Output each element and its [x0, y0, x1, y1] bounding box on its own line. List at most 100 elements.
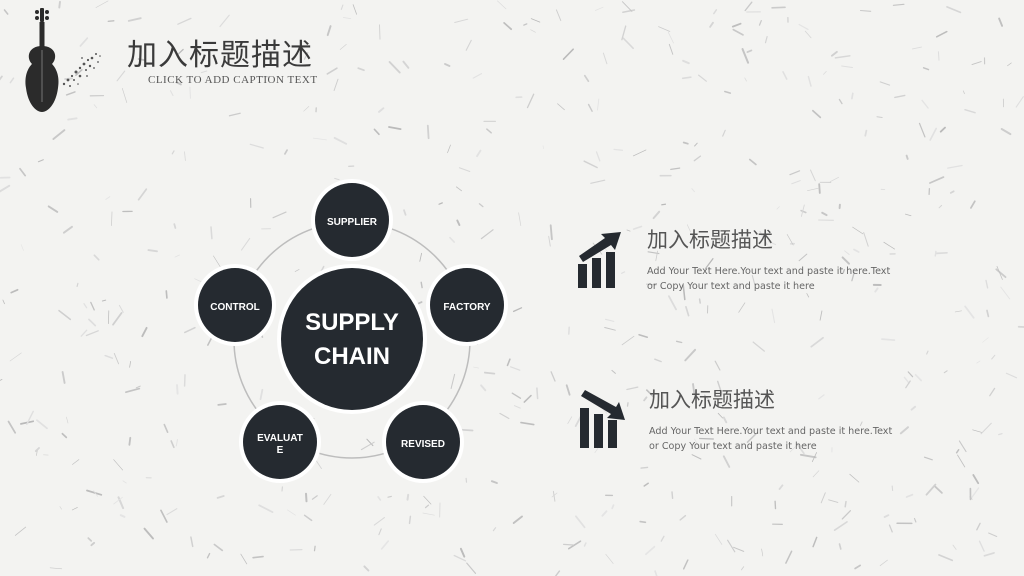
- paper-fibre: [741, 48, 750, 64]
- paper-fibre: [828, 499, 839, 503]
- paper-fibre: [804, 30, 812, 39]
- paper-fibre: [459, 547, 466, 558]
- paper-fibre: [2, 299, 5, 305]
- paper-fibre: [935, 30, 948, 38]
- paper-fibre: [184, 151, 186, 161]
- paper-fibre: [512, 307, 523, 313]
- paper-fibre: [0, 379, 3, 381]
- paper-fibre: [518, 212, 522, 226]
- paper-fibre: [833, 521, 848, 531]
- paper-fibre: [929, 127, 938, 141]
- paper-fibre: [795, 442, 805, 455]
- center-node[interactable]: SUPPLY CHAIN: [277, 264, 427, 414]
- paper-fibre: [90, 541, 96, 547]
- paper-fibre: [128, 436, 132, 446]
- paper-fibre: [751, 274, 756, 285]
- node-revised[interactable]: REVISED: [382, 401, 464, 483]
- paper-fibre: [694, 142, 698, 147]
- paper-fibre: [989, 387, 996, 397]
- paper-fibre: [480, 384, 487, 392]
- paper-fibre: [567, 416, 573, 424]
- paper-fibre: [660, 535, 665, 542]
- paper-fibre: [219, 14, 230, 28]
- node-evaluate[interactable]: EVALUAT E: [239, 401, 321, 483]
- paper-fibre: [923, 456, 933, 461]
- paper-fibre: [206, 552, 211, 559]
- paper-fibre: [976, 522, 981, 531]
- paper-fibre: [740, 566, 745, 571]
- paper-fibre: [118, 304, 124, 313]
- paper-fibre: [682, 59, 690, 65]
- paper-fibre: [476, 149, 482, 158]
- paper-fibre: [454, 18, 469, 23]
- paper-fibre: [90, 301, 95, 311]
- paper-fibre: [380, 540, 390, 550]
- paper-fibre: [67, 117, 78, 121]
- node-supplier[interactable]: SUPPLIER: [311, 179, 393, 261]
- paper-fibre: [119, 514, 126, 518]
- paper-fibre: [818, 394, 825, 400]
- paper-fibre: [622, 37, 634, 50]
- paper-fibre: [554, 570, 561, 576]
- paper-fibre: [611, 369, 616, 374]
- paper-fibre: [971, 61, 982, 66]
- paper-fibre: [174, 254, 180, 258]
- paper-fibre: [76, 282, 79, 287]
- paper-fibre: [905, 154, 909, 160]
- node-factory[interactable]: FACTORY: [426, 264, 508, 346]
- paper-fibre: [312, 137, 327, 141]
- paper-fibre: [925, 483, 937, 496]
- paper-fibre: [976, 360, 981, 364]
- paper-fibre: [798, 253, 808, 262]
- paper-fibre: [506, 358, 511, 367]
- paper-fibre: [37, 159, 44, 163]
- paper-fibre: [703, 394, 711, 402]
- paper-fibre: [66, 416, 69, 424]
- paper-fibre: [453, 554, 467, 562]
- paper-fibre: [93, 104, 98, 109]
- paper-fibre: [939, 126, 946, 133]
- paper-fibre: [583, 542, 587, 547]
- paper-fibre: [303, 514, 313, 522]
- paper-fibre: [542, 145, 544, 150]
- paper-fibre: [744, 1, 753, 12]
- paper-fibre: [36, 419, 48, 430]
- paper-fibre: [423, 495, 432, 505]
- paper-fibre: [550, 371, 556, 382]
- paper-fibre: [0, 75, 3, 81]
- paper-fibre: [626, 402, 629, 407]
- paper-fibre: [899, 426, 909, 435]
- node-control[interactable]: CONTROL: [194, 264, 276, 346]
- paper-fibre: [996, 266, 1003, 280]
- node-supplier-label: SUPPLIER: [327, 217, 378, 228]
- paper-fibre: [79, 37, 89, 47]
- paper-fibre: [62, 225, 73, 234]
- paper-fibre: [812, 109, 822, 119]
- paper-fibre: [691, 454, 702, 460]
- paper-fibre: [937, 51, 940, 61]
- paper-fibre: [682, 284, 686, 301]
- paper-fibre: [388, 61, 401, 74]
- paper-fibre: [652, 210, 661, 220]
- paper-fibre: [844, 500, 847, 508]
- paper-fibre: [333, 136, 348, 145]
- paper-fibre: [632, 149, 647, 157]
- page-title: 加入标题描述: [127, 38, 313, 73]
- info-block-1-body: Add Your Text Here.Your text and paste i…: [647, 266, 891, 292]
- paper-fibre: [511, 392, 522, 399]
- paper-fibre: [807, 187, 820, 192]
- paper-fibre: [998, 17, 1004, 27]
- paper-fibre: [113, 352, 120, 365]
- paper-fibre: [894, 94, 906, 99]
- paper-fibre: [722, 455, 731, 468]
- paper-fibre: [526, 93, 535, 109]
- paper-fibre: [789, 170, 801, 176]
- paper-fibre: [686, 224, 691, 233]
- paper-fibre: [913, 517, 917, 523]
- paper-fibre: [503, 22, 513, 31]
- paper-fibre: [104, 354, 114, 359]
- paper-fibre: [929, 176, 945, 184]
- paper-fibre: [955, 448, 960, 454]
- paper-fibre: [116, 70, 126, 82]
- paper-fibre: [621, 25, 627, 41]
